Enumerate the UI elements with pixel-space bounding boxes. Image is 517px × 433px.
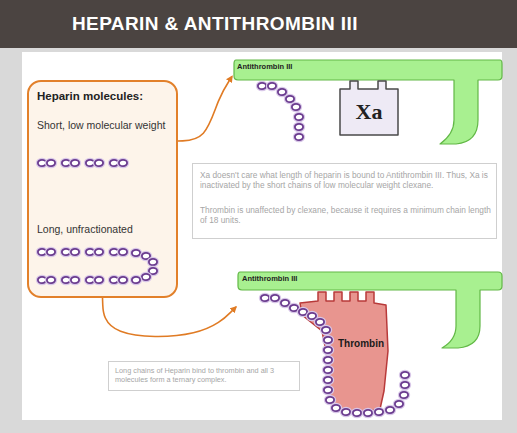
bound-short-heparin xyxy=(256,81,305,142)
heparin-unit xyxy=(293,132,305,142)
thrombin-shape-outline xyxy=(298,291,390,415)
arrow-connector xyxy=(178,76,232,141)
heparin-unit xyxy=(256,81,268,91)
heparin-box: Heparin molecules: Short, low molecular w… xyxy=(27,80,178,298)
heparin-unit xyxy=(293,112,305,122)
slide-title: HEPARIN & ANTITHROMBIN III xyxy=(72,13,358,35)
factor-xa-shape: Xa xyxy=(338,79,400,137)
heparin-unit xyxy=(399,380,411,390)
thrombin-shape: Thrombin xyxy=(298,291,390,415)
node-text: Antithrombin III xyxy=(242,274,362,283)
bound-long-heparin xyxy=(259,293,411,418)
node-text: Xa doesn't care what length of heparin i… xyxy=(200,170,492,191)
heparin-unit xyxy=(398,390,410,400)
heparin-unit xyxy=(276,87,288,97)
note-box: Long chains of Heparin bind to thrombin … xyxy=(108,361,300,391)
heparin-unit xyxy=(288,303,300,313)
node-text: Long chains of Heparin bind to thrombin … xyxy=(115,366,297,384)
thrombin-shape-path xyxy=(300,292,388,413)
arrow-connector xyxy=(103,298,237,337)
heparin-unit xyxy=(384,405,396,415)
content-panel xyxy=(22,52,502,420)
heparin-unit xyxy=(290,102,302,112)
node-text: Thrombin xyxy=(338,338,390,351)
heparin-unit xyxy=(259,293,271,303)
header-band xyxy=(0,0,517,48)
node-text: Long, unfractionated xyxy=(37,223,177,236)
heparin-unit xyxy=(266,81,278,91)
node-text: Heparin molecules: xyxy=(37,89,177,103)
heparin-unit xyxy=(269,293,281,303)
heparin-unit xyxy=(284,94,296,104)
heparin-unit xyxy=(399,370,411,380)
node-text: Short, low molecular weight xyxy=(37,119,177,132)
note-box: Xa doesn't care what length of heparin i… xyxy=(192,163,497,239)
node-text: Xa xyxy=(338,98,400,126)
heparin-unit xyxy=(293,122,305,132)
antithrombin-shape-path xyxy=(234,60,502,144)
heparin-unit xyxy=(279,298,291,308)
heparin-unit xyxy=(393,399,405,409)
node-text: Antithrombin III xyxy=(237,62,357,71)
node-text: Thrombin is unaffected by clexane, becau… xyxy=(200,205,492,226)
